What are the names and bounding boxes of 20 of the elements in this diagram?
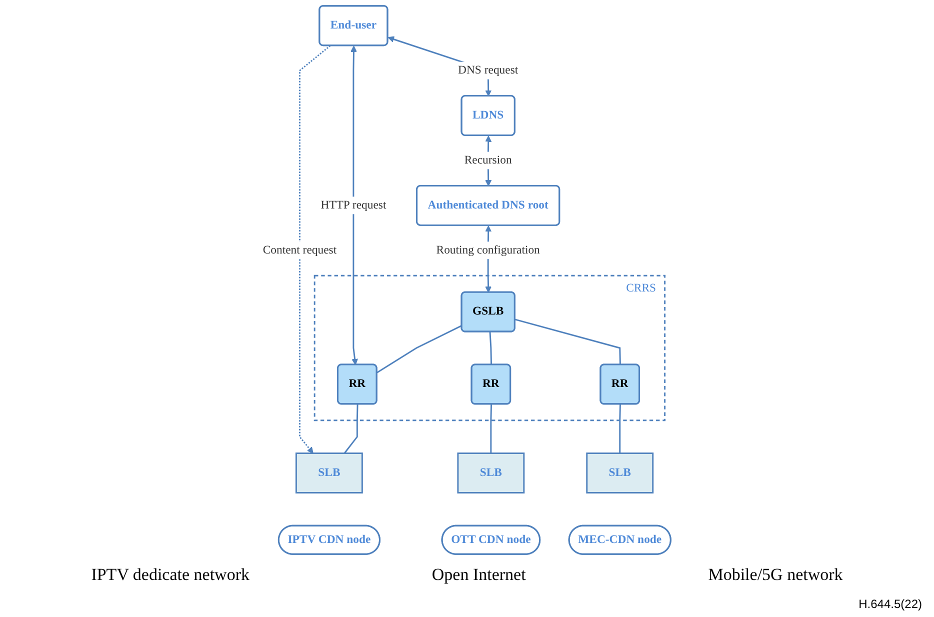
arrow: [350, 46, 358, 366]
network-label: IPTV dedicate network: [91, 565, 250, 585]
network-label: Mobile/5G network: [708, 565, 843, 585]
figure-number: H.644.5(22): [858, 597, 922, 611]
edge-label: Routing configuration: [436, 244, 540, 256]
connector: [515, 318, 622, 365]
edge-label: DNS request: [458, 64, 518, 76]
connector: [376, 324, 462, 374]
node-box: SLB: [457, 452, 525, 494]
edge-label: Content request: [263, 244, 337, 256]
connector: [490, 332, 492, 365]
connector: [490, 404, 492, 454]
edge-label: HTTP request: [320, 198, 386, 212]
edge-label: Recursion: [464, 154, 512, 166]
connector: [344, 404, 359, 454]
node-box: SLB: [586, 452, 654, 494]
network-label: Open Internet: [432, 565, 526, 585]
arrow: [299, 45, 331, 454]
connector: [619, 404, 622, 454]
node-box: SLB: [296, 452, 364, 494]
